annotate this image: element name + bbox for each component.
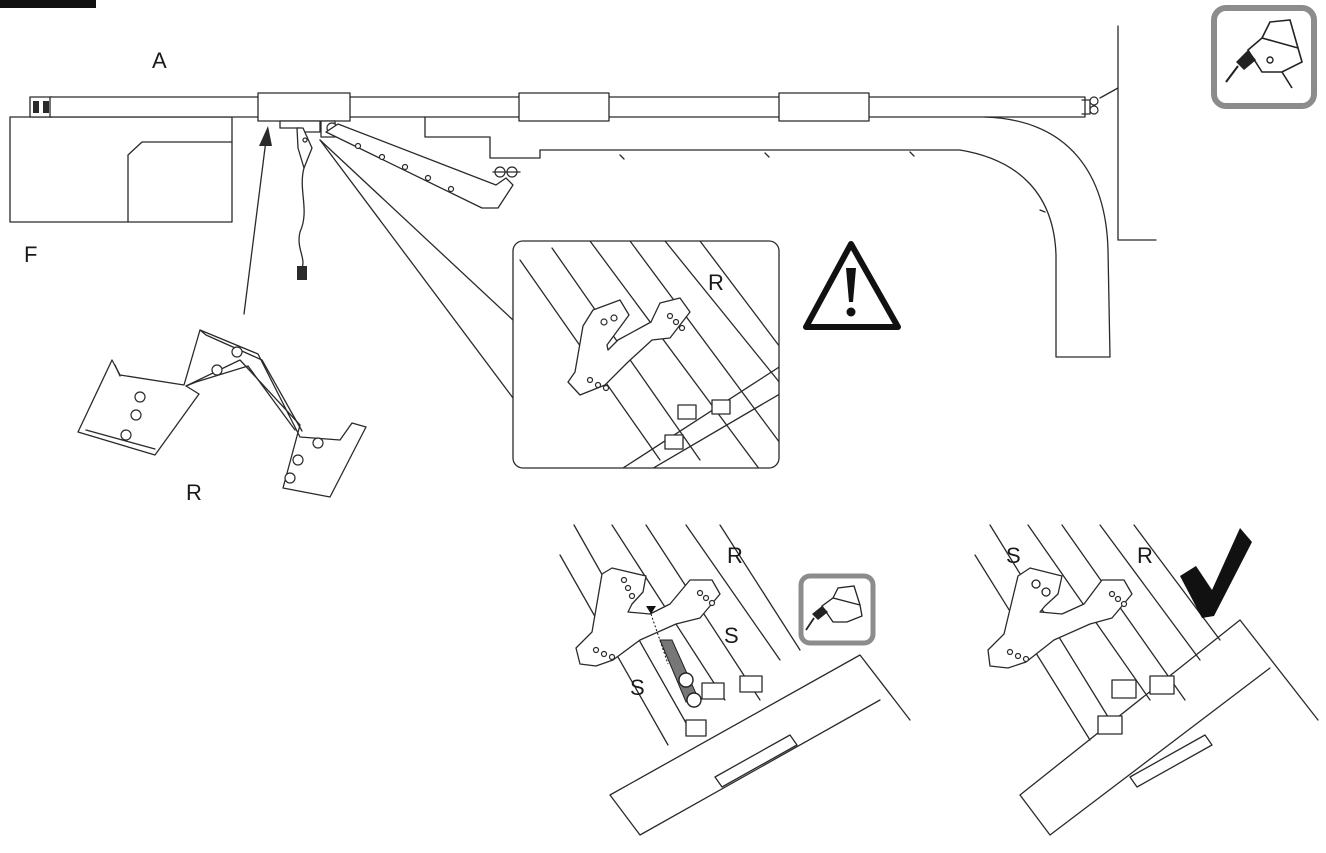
install-screw-left-label: S — [630, 675, 645, 700]
page-tab-marker — [0, 0, 96, 8]
motor-housing — [9, 116, 233, 223]
carriage — [257, 92, 351, 122]
done-screw-label: S — [1006, 543, 1021, 568]
power-drill-icon-small — [798, 573, 876, 646]
install-step-view — [559, 524, 911, 836]
install-screw-right-label: S — [724, 623, 739, 648]
checkmark-icon — [1180, 528, 1252, 618]
zoom-detail — [512, 240, 780, 469]
bracket-part-label: R — [186, 480, 202, 505]
power-drill-icon — [1211, 5, 1317, 109]
bracket-part — [77, 329, 367, 498]
done-bracket-label: R — [1137, 543, 1153, 568]
warning-triangle-icon — [803, 241, 901, 330]
zoom-bracket-label: R — [708, 270, 724, 295]
opener-assembly — [9, 25, 1157, 399]
completed-step-view — [974, 524, 1319, 836]
opener-rail-label: A — [152, 48, 167, 73]
motor-unit-label: F — [24, 242, 37, 267]
install-bracket-label: R — [727, 543, 743, 568]
